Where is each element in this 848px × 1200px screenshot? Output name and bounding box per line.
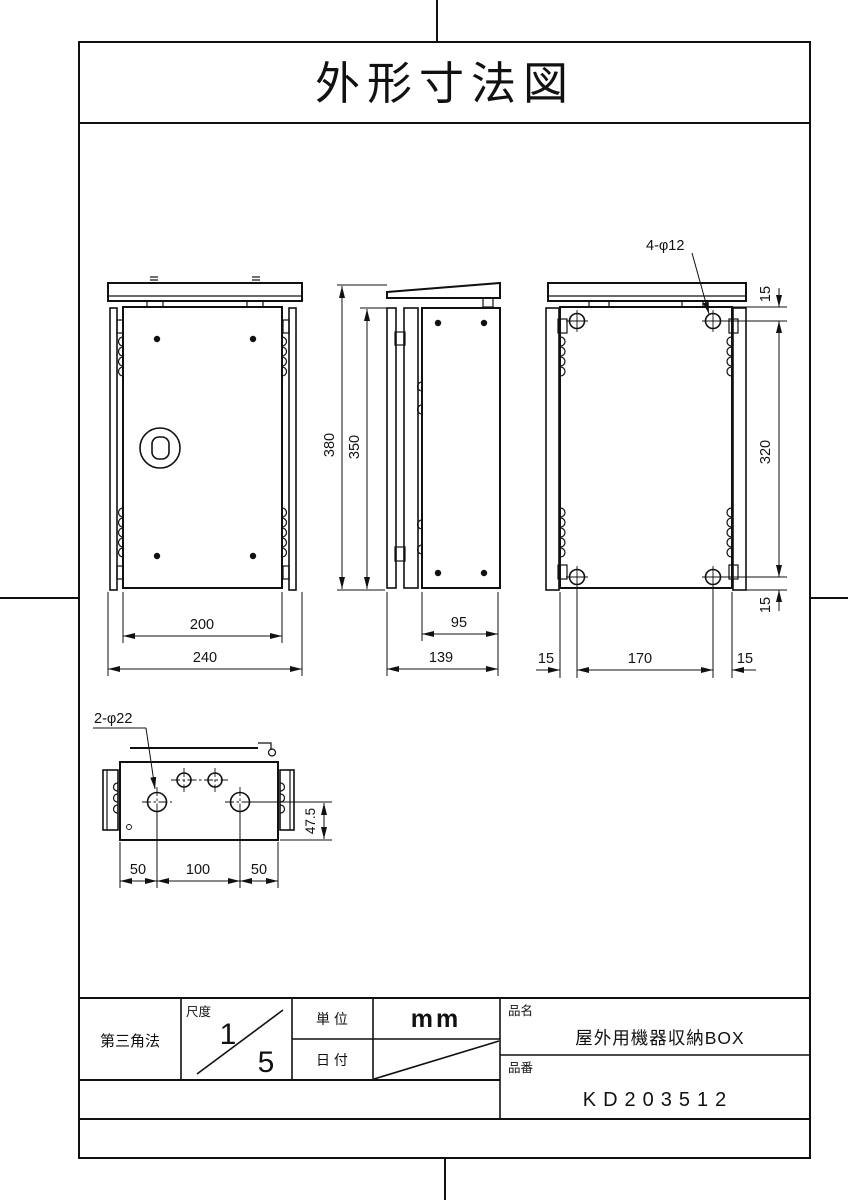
bottom-louvers bbox=[112, 782, 286, 814]
date-blank-slash bbox=[373, 1040, 500, 1080]
unit-value: mm bbox=[411, 1005, 461, 1033]
back-right-rail bbox=[732, 307, 747, 591]
date-label: 日 付 bbox=[316, 1052, 348, 1068]
bottom-cable-holes bbox=[142, 787, 255, 817]
back-view: 4-φ12 15 320 15 15 170 15 bbox=[536, 238, 787, 678]
back-hole-callout: 4-φ12 bbox=[646, 238, 710, 315]
svg-text:2-φ22: 2-φ22 bbox=[94, 711, 132, 727]
product-name-label: 品名 bbox=[508, 1003, 533, 1018]
scale-denominator: 5 bbox=[258, 1046, 275, 1079]
bottom-body bbox=[119, 761, 279, 841]
bottom-dim-left: 50 bbox=[130, 862, 146, 878]
back-dim-bottom-margin: 15 bbox=[758, 597, 774, 613]
bottom-knockout-holes bbox=[171, 768, 228, 792]
scale-cell: 尺度 1 5 bbox=[186, 1004, 284, 1079]
border-frame bbox=[78, 41, 811, 1159]
side-door-panel bbox=[386, 307, 397, 589]
svg-text:200: 200 bbox=[190, 617, 214, 633]
scale-label: 尺度 bbox=[186, 1004, 212, 1019]
title-block: 第三角法 尺度 1 5 単 位 mm 日 付 品名 屋外用機器収納BOX 品番 … bbox=[79, 997, 810, 1120]
svg-text:380: 380 bbox=[322, 433, 338, 457]
side-dim-body-height: 350 bbox=[347, 307, 390, 589]
side-view: 380 350 95 139 bbox=[322, 281, 501, 676]
bottom-dim-right: 50 bbox=[251, 862, 267, 878]
part-number-label: 品番 bbox=[508, 1061, 534, 1075]
part-number: KD203512 bbox=[583, 1089, 734, 1111]
svg-text:240: 240 bbox=[193, 650, 217, 666]
front-left-rail bbox=[109, 307, 118, 591]
bottom-hole-callout: 2-φ22 bbox=[93, 711, 157, 790]
front-dim-outer-width: 240 bbox=[107, 592, 303, 676]
front-dim-inner-width: 200 bbox=[122, 592, 283, 643]
product-name: 屋外用機器収納BOX bbox=[575, 1028, 744, 1048]
front-body bbox=[122, 306, 283, 589]
bottom-drain-hole bbox=[126, 824, 132, 830]
front-roof bbox=[107, 282, 303, 302]
side-dim-overall-height: 380 bbox=[322, 284, 387, 591]
bottom-hinge-bracket bbox=[258, 742, 272, 750]
side-roof bbox=[386, 281, 501, 299]
side-inner-panel bbox=[403, 307, 419, 589]
lock-keyhole bbox=[151, 436, 170, 460]
back-mounting-holes bbox=[566, 310, 724, 588]
back-dim-right-margin: 15 bbox=[737, 651, 753, 667]
back-left-rail bbox=[545, 307, 560, 591]
lock-handle bbox=[139, 427, 181, 469]
svg-text:350: 350 bbox=[347, 435, 363, 459]
front-view: 200 240 bbox=[107, 276, 303, 676]
svg-text:4-φ12: 4-φ12 bbox=[646, 238, 684, 254]
svg-text:139: 139 bbox=[429, 650, 453, 666]
back-dim-vertical-chain: 15 320 15 bbox=[713, 286, 787, 613]
back-dim-hole-pitch-h: 170 bbox=[628, 651, 652, 667]
bottom-dim-chain: 50 100 50 bbox=[119, 812, 279, 888]
projection-method: 第三角法 bbox=[100, 1032, 160, 1050]
svg-text:47.5: 47.5 bbox=[303, 808, 318, 834]
front-right-rail bbox=[288, 307, 297, 591]
back-dim-hole-pitch-v: 320 bbox=[758, 440, 774, 464]
scale-numerator: 1 bbox=[220, 1018, 237, 1051]
side-dim-overall-depth: 139 bbox=[386, 592, 499, 676]
back-louvers bbox=[560, 336, 732, 558]
unit-label: 単 位 bbox=[316, 1011, 348, 1027]
back-body bbox=[559, 306, 733, 589]
back-dim-top-margin: 15 bbox=[758, 286, 774, 302]
svg-text:95: 95 bbox=[451, 615, 467, 631]
bottom-left-rail bbox=[102, 769, 119, 831]
bottom-dim-pitch: 100 bbox=[186, 862, 210, 878]
back-roof bbox=[547, 282, 747, 302]
back-dim-horizontal-chain: 15 170 15 bbox=[536, 586, 756, 678]
page-title: 外形寸法図 bbox=[315, 58, 575, 109]
side-louvers bbox=[416, 381, 423, 555]
side-body bbox=[421, 307, 501, 589]
side-dim-body-depth: 95 bbox=[421, 592, 499, 676]
back-dim-left-margin: 15 bbox=[538, 651, 554, 667]
bottom-dim-hole-to-edge: 47.5 bbox=[250, 801, 332, 841]
bottom-view: 2-φ22 bbox=[93, 711, 332, 888]
bottom-right-rail bbox=[279, 769, 295, 831]
bottom-hinge-pin bbox=[267, 748, 277, 757]
front-louvers bbox=[117, 336, 288, 558]
